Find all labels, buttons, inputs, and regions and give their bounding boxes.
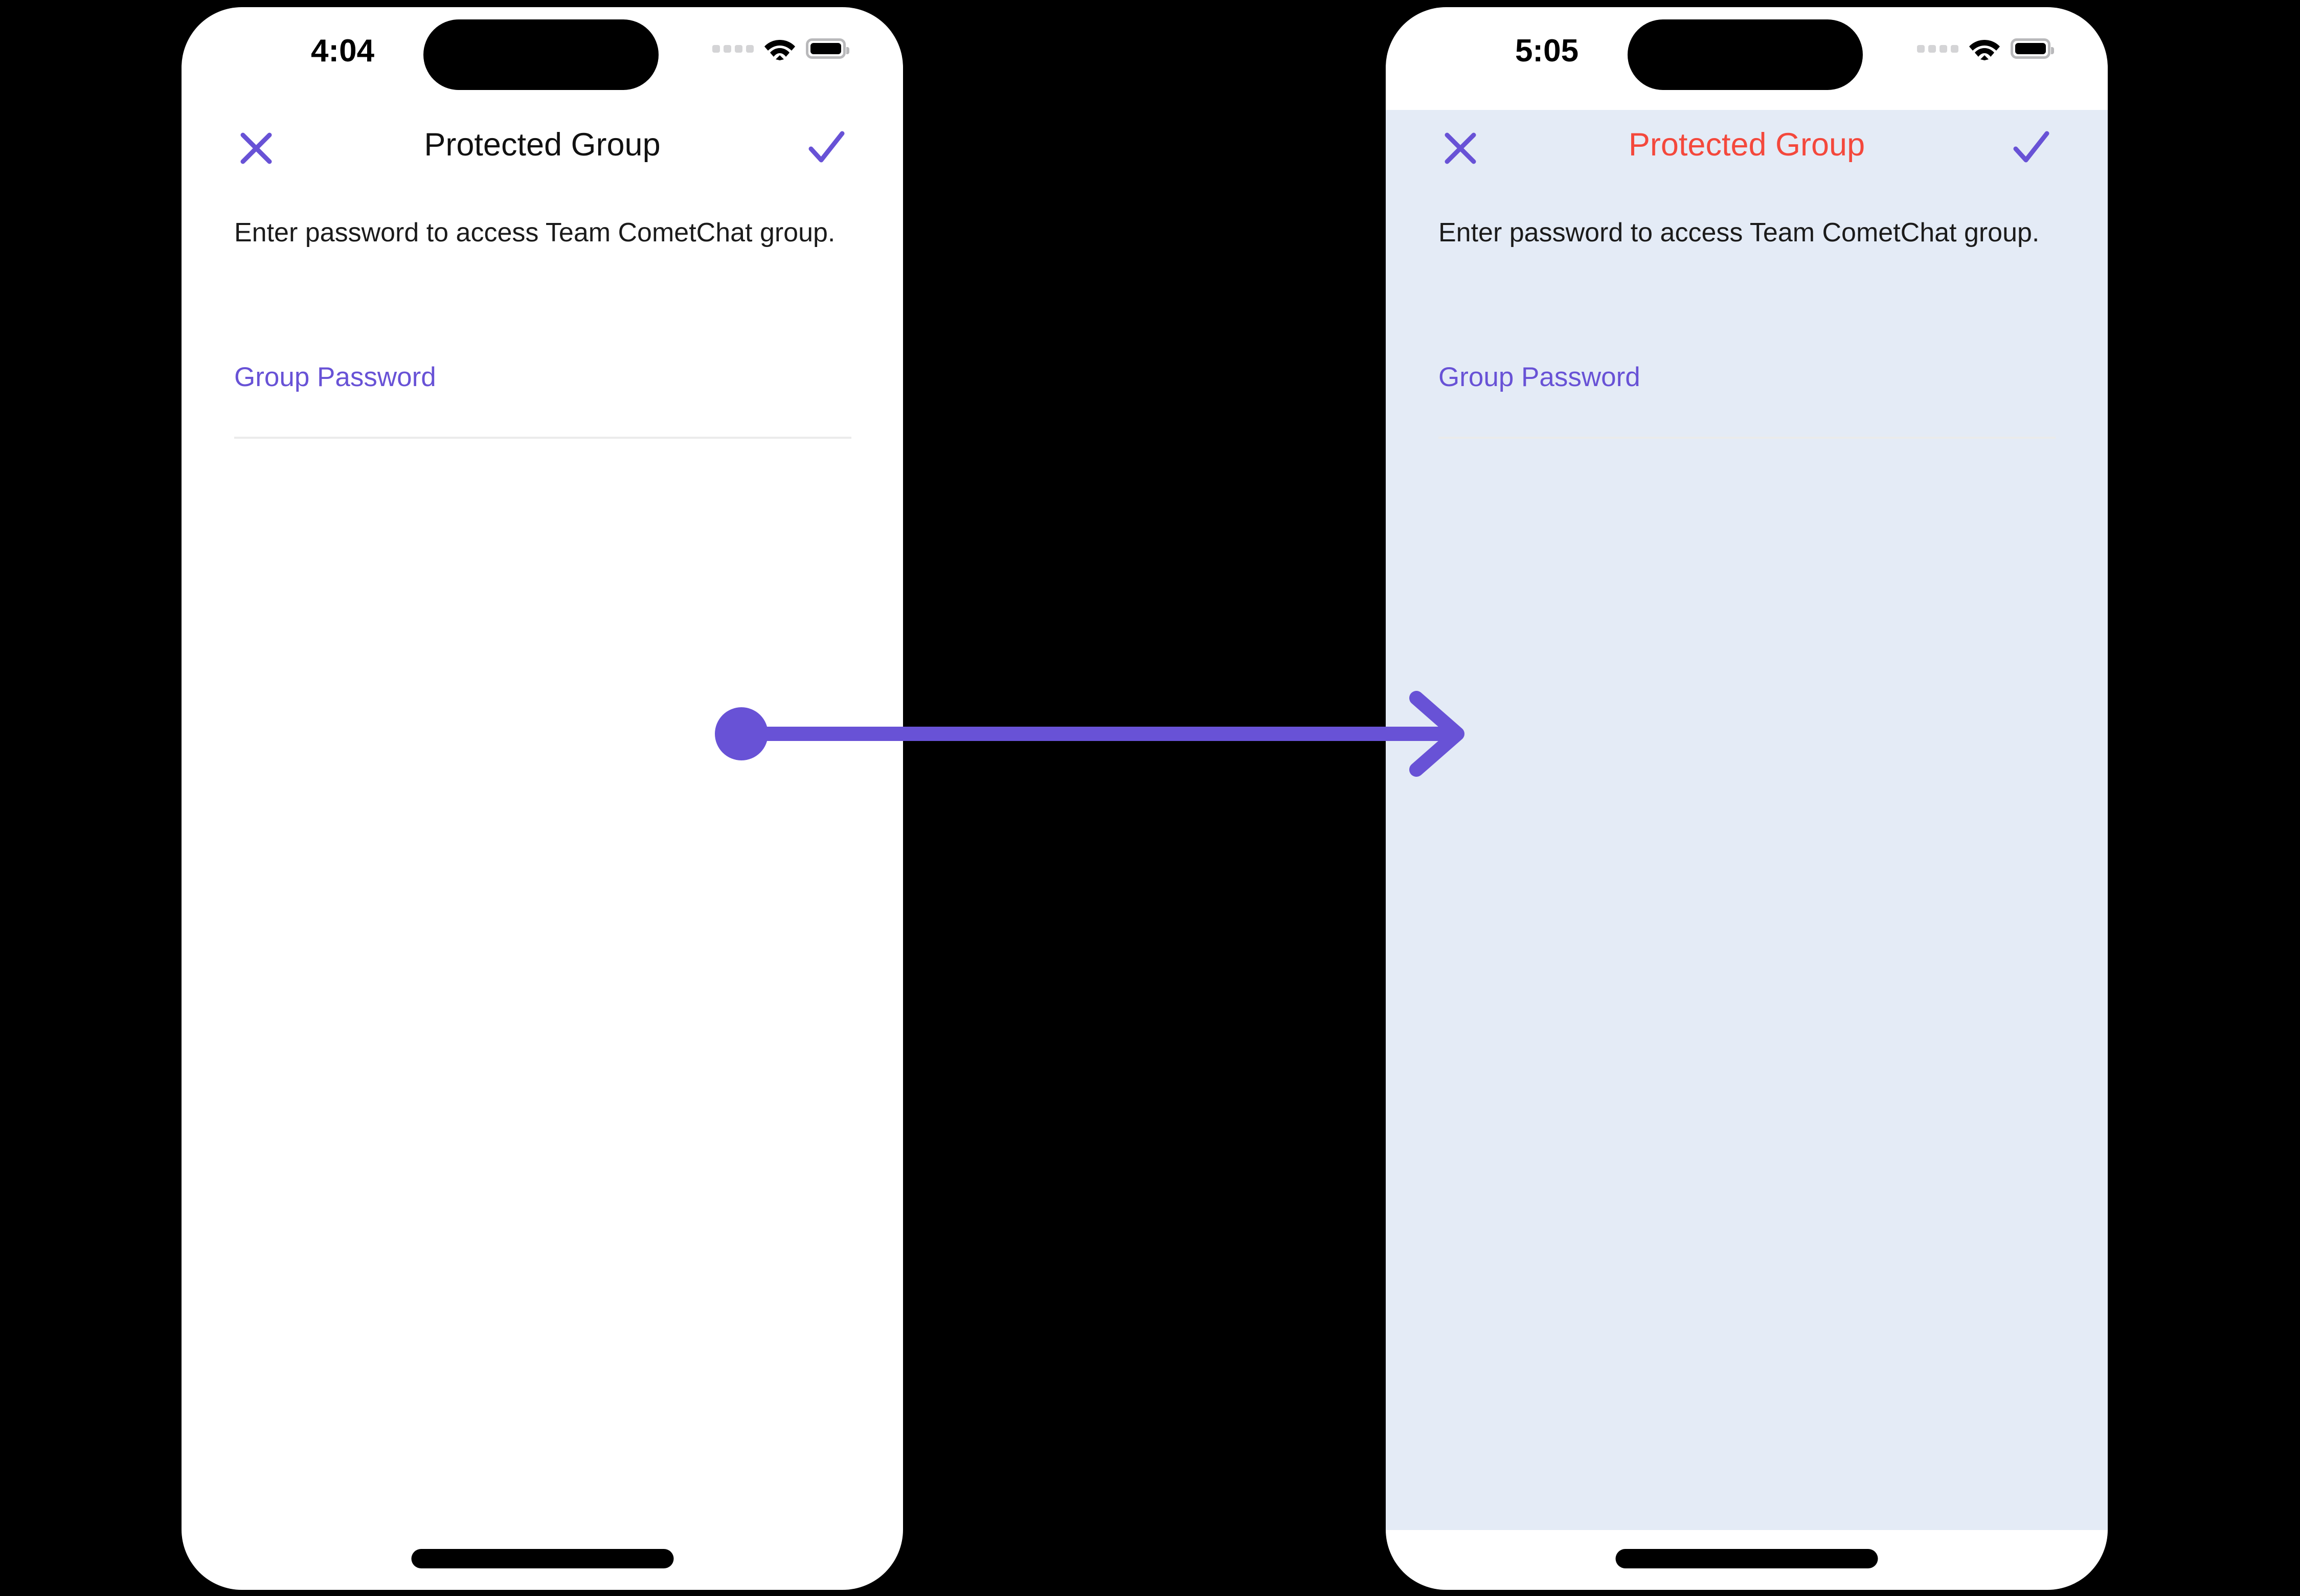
screen-content: Enter password to access Team CometChat … [182, 184, 903, 1590]
page-title: Protected Group [1628, 127, 1865, 163]
cellular-dots-icon [712, 44, 754, 53]
group-password-input-underline[interactable] [1438, 437, 2056, 439]
group-password-input-underline[interactable] [234, 437, 851, 439]
wifi-icon [764, 37, 796, 60]
checkmark-icon[interactable] [806, 126, 847, 167]
status-icons [712, 37, 849, 60]
wifi-icon [1969, 37, 2000, 60]
phone-mockup-before: 4:04 Protected Group [182, 7, 903, 1590]
phone-mockup-after: 5:05 Protected Group [1386, 7, 2108, 1590]
dynamic-island [423, 19, 659, 90]
status-bar: 5:05 [1386, 7, 2108, 109]
navbar: Protected Group [1386, 112, 2108, 178]
checkmark-icon[interactable] [2011, 126, 2051, 167]
dynamic-island [1628, 19, 1863, 90]
status-bar: 4:04 [182, 7, 903, 109]
home-indicator [411, 1549, 673, 1568]
group-password-label: Group Password [234, 362, 436, 392]
battery-icon [2011, 38, 2054, 59]
tinted-screen-background [1386, 110, 2108, 1530]
description-text: Enter password to access Team CometChat … [1438, 218, 2040, 248]
home-indicator [1615, 1549, 1878, 1568]
cellular-dots-icon [1917, 44, 1958, 53]
arrow-right-icon [715, 691, 1464, 777]
status-time: 5:05 [1515, 33, 1579, 69]
battery-icon [806, 38, 849, 59]
close-icon[interactable] [238, 130, 275, 167]
status-time: 4:04 [310, 33, 375, 69]
group-password-label: Group Password [1438, 362, 1640, 392]
close-icon[interactable] [1442, 130, 1479, 167]
status-icons [1917, 37, 2054, 60]
screen-content: Enter password to access Team CometChat … [1386, 184, 2108, 1590]
navbar: Protected Group [182, 112, 903, 178]
description-text: Enter password to access Team CometChat … [234, 218, 836, 248]
page-title: Protected Group [424, 127, 661, 163]
